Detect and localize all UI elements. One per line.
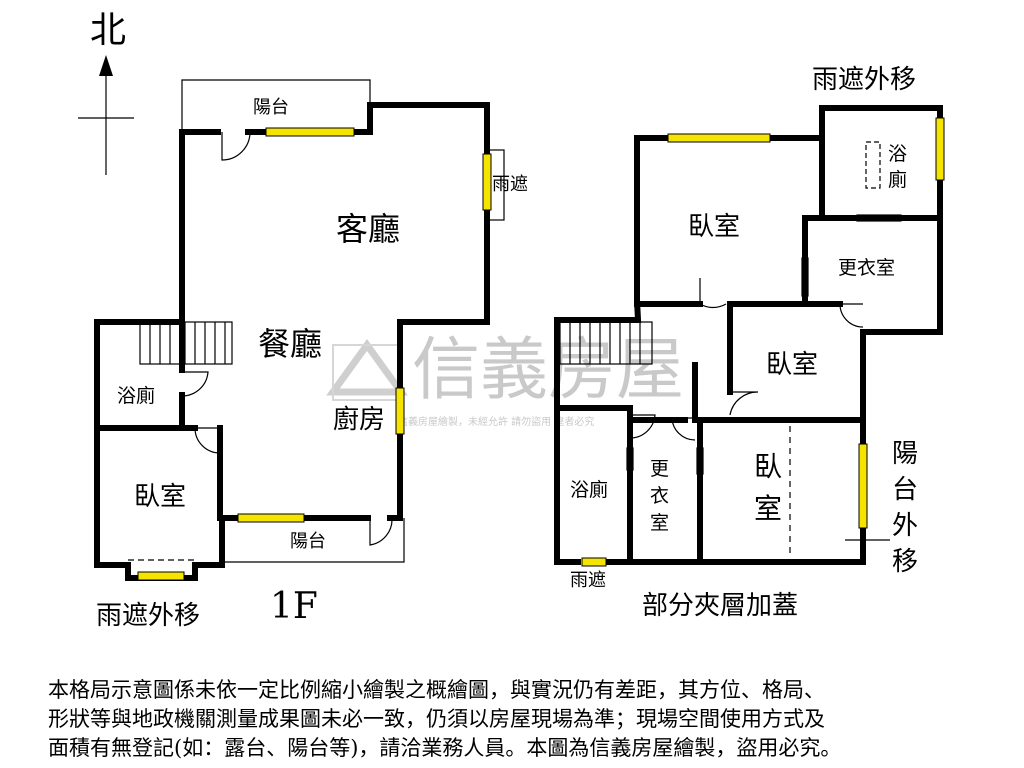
label-closet-bottom-1: 更 — [650, 458, 669, 480]
label-rain-shelter-moved: 雨遮外移 — [812, 65, 916, 95]
label-dining-room: 餐廳 — [258, 325, 322, 363]
door-closet-top — [839, 303, 864, 328]
window-bedroom-top — [667, 133, 771, 143]
label-balcony-moved-1: 陽 — [892, 439, 918, 469]
window-bath-top — [935, 117, 945, 181]
watermark: 信義房屋 信義房屋繪製，未經允許 請勿盜用 違者必究 — [326, 331, 684, 428]
disclaimer-line-2: 形狀等與地政機關測量成果圖未必一致，仍須以房屋現場為準；現場空間使用方式及 — [48, 707, 825, 731]
label-bath-top-1: 浴 — [888, 143, 907, 165]
label-closet-top: 更衣室 — [838, 257, 895, 279]
floor-1-plan: 陽台 客廳 雨遮 餐廳 廚房 浴廁 臥室 陽台 雨遮外移 1F — [94, 79, 528, 631]
compass-label: 北 — [90, 10, 126, 51]
door-bedroom-middle — [729, 391, 759, 416]
mezzanine-plan: 雨遮外移 浴 廁 臥室 更衣室 臥室 浴廁 更 衣 室 臥 室 雨遮 陽 台 外… — [554, 65, 945, 621]
window-balcony-bottom — [237, 513, 305, 523]
door-bathroom — [181, 371, 209, 397]
label-rain-shelter: 雨遮 — [492, 174, 528, 195]
label-bath-top-2: 廁 — [888, 168, 907, 191]
floor-1-stairs — [139, 321, 233, 365]
door-bedroom — [194, 427, 221, 454]
window-balcony-top — [265, 127, 355, 137]
label-bathroom: 浴廁 — [117, 384, 155, 407]
window-bedroom-bottom — [858, 443, 868, 529]
label-kitchen: 廚房 — [333, 405, 385, 435]
door-bedroom-top — [699, 278, 727, 309]
floor-level-label: 1F — [270, 586, 318, 627]
door-closet-bottom — [671, 417, 696, 441]
label-bedroom-middle: 臥室 — [766, 350, 818, 380]
window-rain-shelter — [482, 153, 492, 211]
label-bath-bottom: 浴廁 — [570, 478, 608, 501]
label-balcony-bottom: 陽台 — [290, 531, 326, 552]
label-bedroom: 臥室 — [134, 482, 186, 512]
label-rain-shelter: 雨遮 — [570, 570, 606, 591]
label-balcony-top: 陽台 — [253, 97, 289, 118]
disclaimer-text: 本格局示意圖係未依一定比例縮小繪製之概繪圖，與實況仍有差距，其方位、格局、 形狀… — [48, 676, 988, 763]
label-balcony-moved-4: 移 — [892, 547, 918, 577]
door-balcony-bottom — [369, 517, 393, 546]
door-balcony-top — [221, 131, 251, 161]
label-bedroom-bottom-1: 臥 — [754, 450, 782, 483]
label-bedroom-bottom-2: 室 — [754, 492, 782, 525]
watermark-note: 信義房屋繪製，未經允許 請勿盜用 違者必究 — [398, 415, 594, 428]
label-rain-shelter-moved: 雨遮外移 — [96, 601, 200, 631]
mezzanine-section-label: 部分夾層加蓋 — [642, 591, 798, 621]
north-arrow-icon — [99, 55, 113, 76]
window-kitchen — [395, 387, 405, 435]
mezzanine-stairs — [559, 321, 653, 365]
window-bedroom — [137, 571, 185, 581]
label-closet-bottom-2: 衣 — [650, 485, 669, 507]
door-bath-bottom — [629, 414, 656, 439]
window-rain-shelter — [581, 557, 607, 567]
label-closet-bottom-3: 室 — [650, 512, 669, 534]
north-compass: 北 — [78, 10, 134, 175]
label-balcony-moved-3: 外 — [892, 511, 918, 541]
watermark-logo — [326, 339, 408, 401]
disclaimer-line-1: 本格局示意圖係未依一定比例縮小繪製之概繪圖，與實況仍有差距，其方位、格局、 — [48, 678, 825, 702]
label-living-room: 客廳 — [336, 210, 400, 248]
label-balcony-moved-2: 台 — [892, 475, 918, 505]
disclaimer-line-3: 面積有無登記(如：露台、陽台等)，請洽業務人員。本圖為信義房屋繪製，盜用必究。 — [48, 736, 842, 760]
label-bedroom-top: 臥室 — [688, 212, 740, 242]
watermark-brand: 信義房屋 — [412, 331, 684, 410]
